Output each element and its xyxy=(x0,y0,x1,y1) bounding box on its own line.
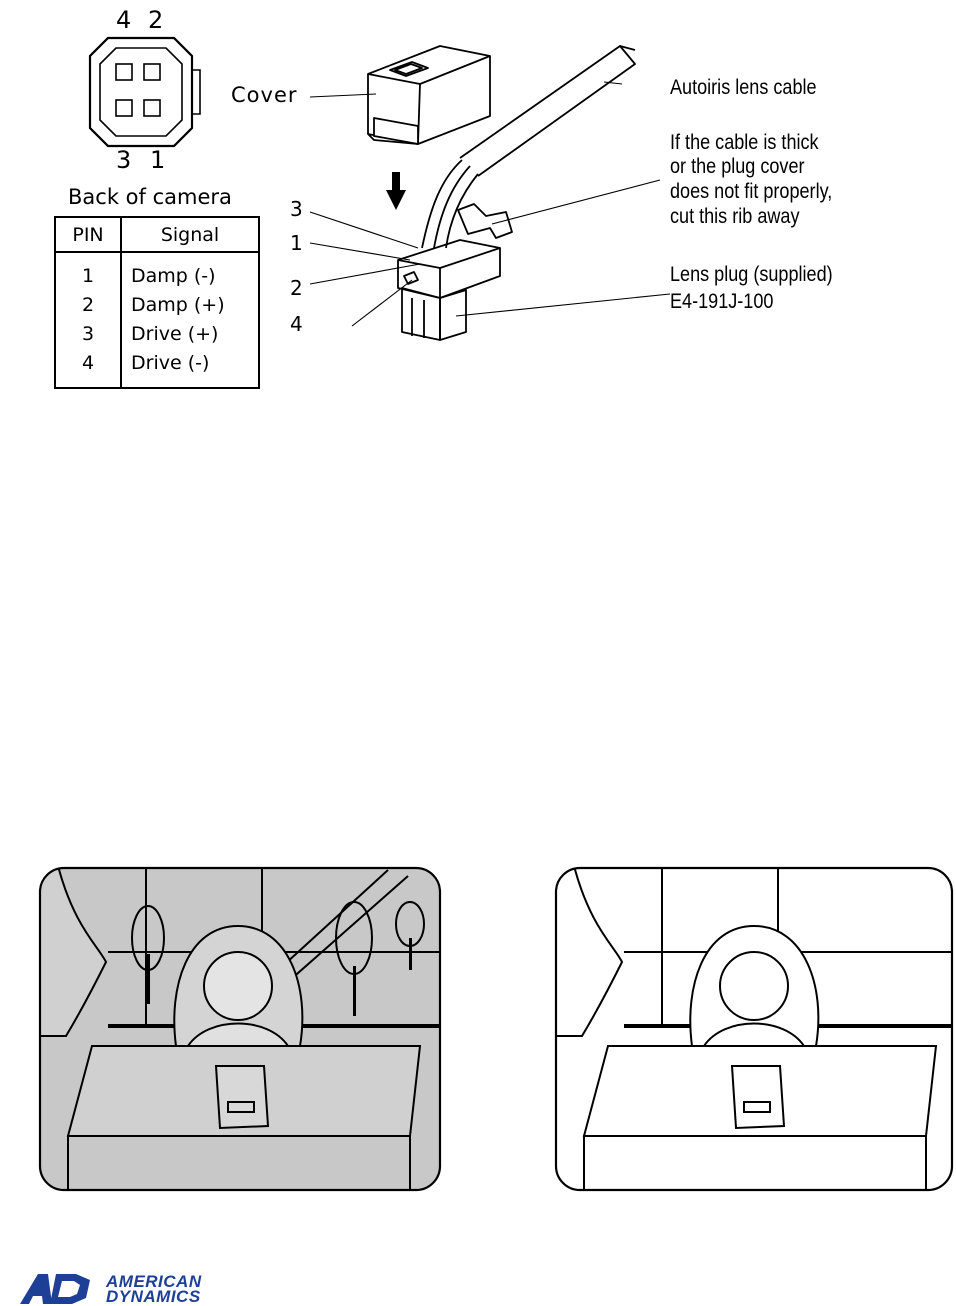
cover-label: Cover xyxy=(231,83,298,107)
logo-text-line-1: AMERICAN xyxy=(106,1272,202,1291)
ad-monogram-icon xyxy=(20,1274,90,1304)
table-header-signal: Signal xyxy=(121,217,259,253)
american-dynamics-logo: AMERICAN DYNAMICS xyxy=(18,1272,218,1306)
backlit-scene-illustration xyxy=(38,866,442,1192)
pin-number: 2 xyxy=(55,290,122,319)
table-row: 2 Damp (+) xyxy=(55,290,259,319)
rib-note-line-1: If the cable is thick xyxy=(670,131,819,154)
connector-socket-drawing xyxy=(88,36,201,148)
pin-signal-table: PIN Signal 1 Damp (-) 2 Damp (+) 3 Drive… xyxy=(54,216,260,389)
rib-note-line-2: or the plug cover xyxy=(670,155,805,178)
rib-note-line-3: does not fit properly, xyxy=(670,180,833,203)
wire-number-1: 1 xyxy=(290,231,303,255)
wire-number-2: 2 xyxy=(290,276,303,300)
pin-label-3: 3 xyxy=(116,146,132,174)
pin-label-4: 4 xyxy=(116,6,132,34)
pin-number: 3 xyxy=(55,319,122,348)
pin-signal: Damp (-) xyxy=(131,264,216,287)
autoiris-cable-label: Autoiris lens cable xyxy=(670,76,817,99)
wire-number-4: 4 xyxy=(290,312,303,336)
wire-number-3: 3 xyxy=(290,197,303,221)
lens-plug-drawing xyxy=(309,45,671,341)
pin-number: 1 xyxy=(55,252,122,290)
pin-label-2: 2 xyxy=(148,6,164,34)
table-header-pin: PIN xyxy=(55,217,122,253)
table-row: 4 Drive (-) xyxy=(55,348,259,388)
pin-signal: Drive (+) xyxy=(131,322,219,345)
rib-note-line-4: cut this rib away xyxy=(670,205,800,228)
table-row: 3 Drive (+) xyxy=(55,319,259,348)
table-header-row: PIN Signal xyxy=(55,217,259,253)
table-row: 1 Damp (-) xyxy=(55,252,259,290)
back-of-camera-caption: Back of camera xyxy=(68,185,232,209)
pin-number: 4 xyxy=(55,348,122,388)
pin-signal: Damp (+) xyxy=(131,293,225,316)
pin-label-1: 1 xyxy=(150,146,166,174)
pin-signal: Drive (-) xyxy=(131,351,210,374)
lens-plug-label-line-2: E4-191J-100 xyxy=(670,290,774,313)
compensated-scene-illustration xyxy=(554,866,954,1192)
logo-text-line-2: DYNAMICS xyxy=(106,1287,201,1306)
lens-plug-label-line-1: Lens plug (supplied) xyxy=(670,263,833,286)
